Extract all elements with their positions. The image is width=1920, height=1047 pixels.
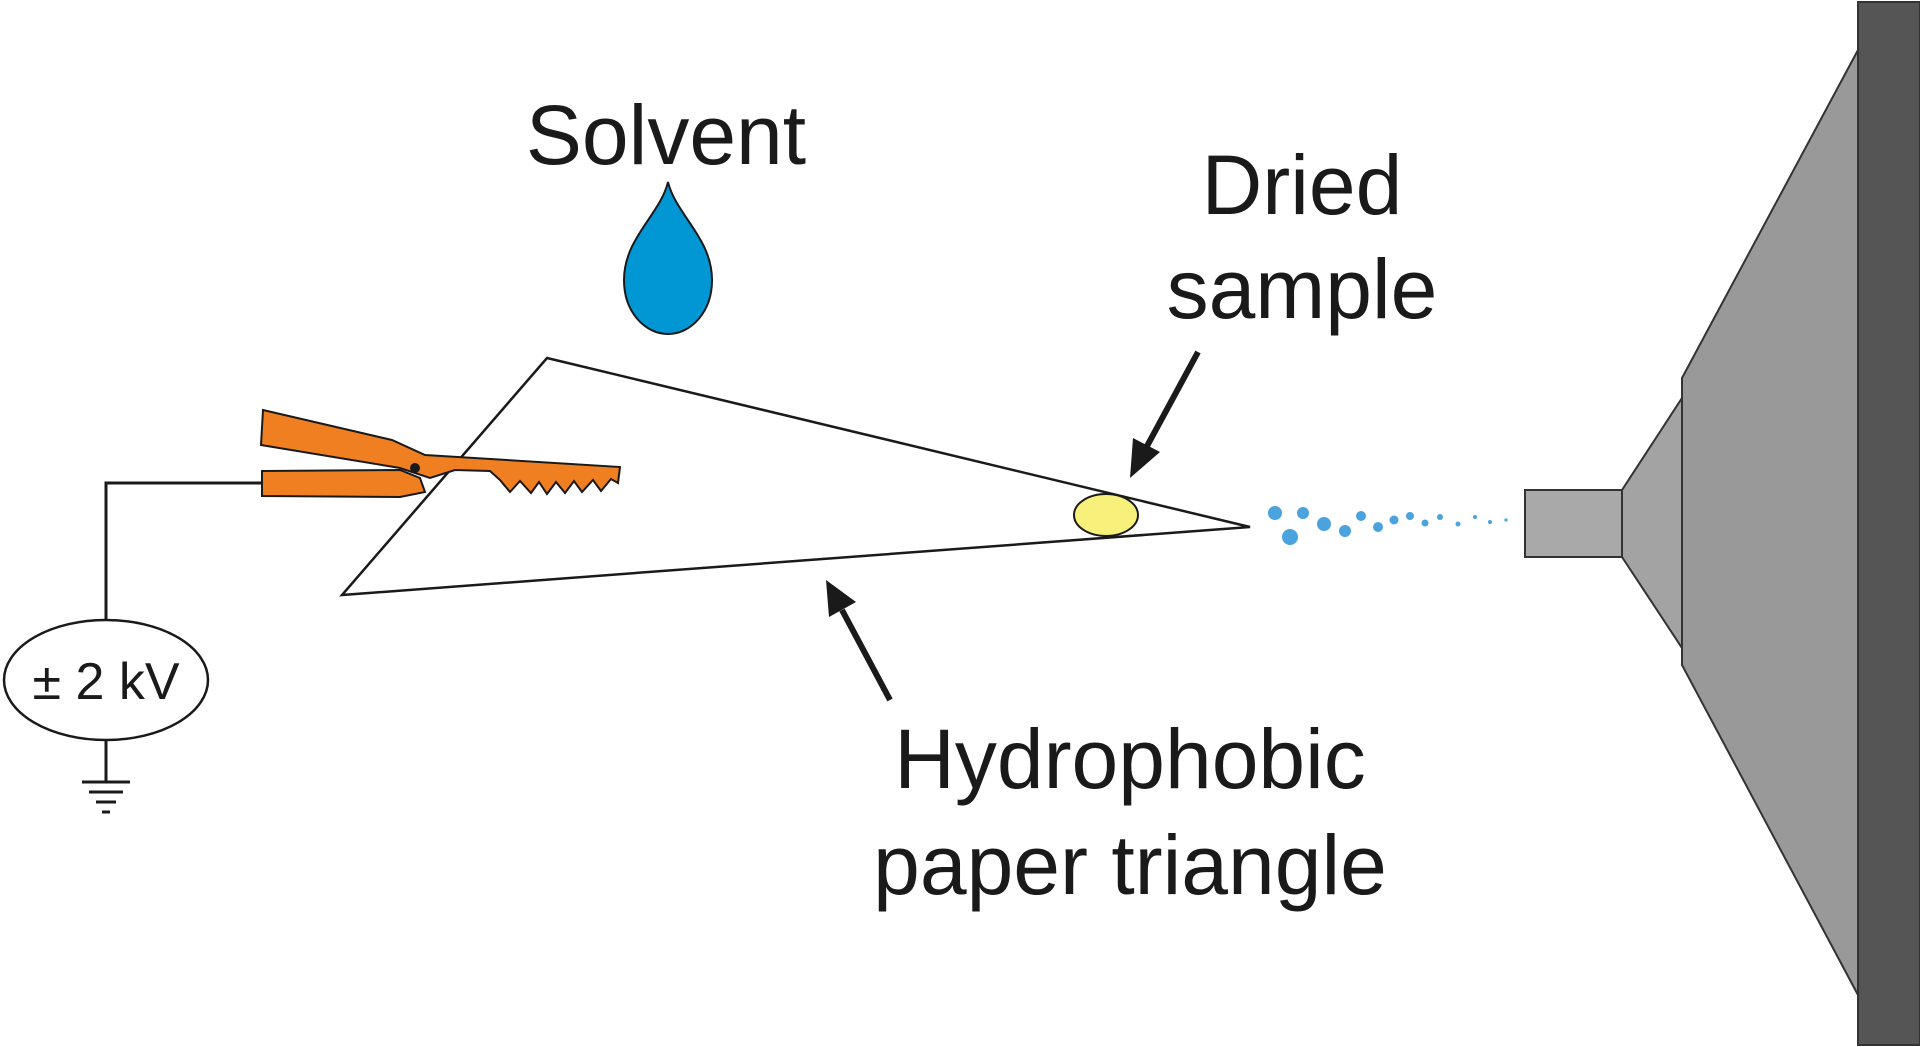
paper-label-line1: Hydrophobic (894, 712, 1366, 806)
dried-sample-label-line1: Dried (1202, 138, 1403, 232)
dried-sample-label-line2: sample (1167, 242, 1438, 336)
paper-label-line2: paper triangle (873, 818, 1387, 912)
electrospray-droplets (1268, 506, 1508, 545)
ground-icon (82, 740, 130, 814)
voltage-label: ± 2 kV (32, 653, 179, 711)
mass-spectrometer-inlet (1524, 1, 1920, 1046)
sample-spot (1073, 493, 1139, 537)
solvent-label: Solvent (526, 88, 806, 182)
sample-arrow (1130, 350, 1201, 478)
solvent-droplet-icon (622, 181, 714, 336)
paper-arrow (826, 580, 893, 702)
paper-triangle (339, 356, 1251, 597)
alligator-clip-icon (259, 408, 622, 499)
supply-wire (104, 481, 262, 620)
